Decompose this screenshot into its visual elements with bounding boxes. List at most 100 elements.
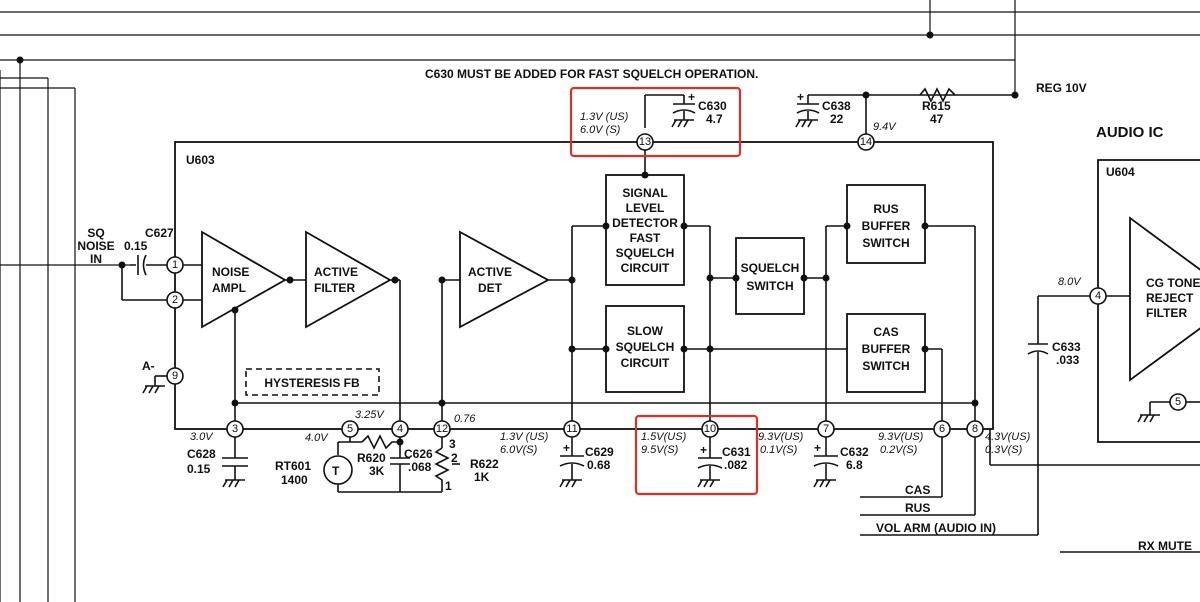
p13-s: 6.0V (S) — [580, 124, 621, 136]
p14-voltage: 9.4V — [873, 121, 897, 133]
svg-text:11: 11 — [566, 423, 577, 435]
junction-dots-internal — [231, 171, 979, 407]
cas-buffer-line-2: BUFFER — [862, 342, 911, 356]
cg-tone-line-2: REJECT — [1146, 291, 1194, 305]
ground-icon — [671, 119, 694, 128]
c633-value: .033 — [1056, 353, 1080, 367]
pin-3: 3 — [226, 420, 244, 438]
r620-label: R620 — [357, 451, 386, 465]
rus-buffer-line-2: BUFFER — [862, 219, 911, 233]
junction-dot — [926, 31, 934, 39]
ground-icon — [222, 479, 245, 488]
p11-s: 6.0V(S) — [500, 444, 538, 456]
svg-text:4: 4 — [1095, 290, 1101, 302]
rus-signal-label: RUS — [905, 501, 930, 515]
svg-text:7: 7 — [823, 423, 829, 435]
rx-mute-label: RX MUTE — [1138, 539, 1192, 553]
v325-label: 3.25V — [355, 409, 385, 421]
active-det-label-1: ACTIVE — [468, 265, 512, 279]
u604-label: U604 — [1106, 165, 1135, 179]
svg-text:8: 8 — [972, 423, 978, 435]
c632-value: 6.8 — [846, 458, 863, 472]
active-det-label-2: DET — [478, 281, 503, 295]
p7-s: 0.1V(S) — [760, 444, 798, 456]
p10-us: 1.5V(US) — [641, 431, 687, 443]
svg-text:4: 4 — [397, 423, 403, 435]
slow-squelch-line-2: SQUELCH — [616, 340, 675, 354]
active-filter-label-1: ACTIVE — [314, 265, 358, 279]
output-signal-lines — [860, 429, 1200, 553]
active-filter-label-2: FILTER — [314, 281, 355, 295]
pin-10: 10 — [701, 420, 719, 438]
slow-squelch-line-1: SLOW — [627, 324, 664, 338]
rt601-label: RT601 — [275, 459, 311, 473]
c628-label: C628 — [187, 447, 216, 461]
squelch-switch-block — [735, 237, 805, 315]
pin-6: 6 — [933, 420, 951, 438]
active-filter-triangle — [305, 230, 392, 329]
sq-label: SQ — [87, 226, 104, 240]
sld-line-6: CIRCUIT — [621, 261, 670, 275]
c630-plus-icon: + — [688, 90, 695, 104]
p13-us: 1.3V (US) — [580, 111, 629, 123]
r622-value: 1K — [474, 470, 490, 484]
cas-signal-label: CAS — [905, 483, 930, 497]
p6-us: 9.3V(US) — [878, 431, 924, 443]
u604-pin-4: 4 — [1089, 287, 1107, 305]
squelch-switch-line-2: SWITCH — [746, 279, 793, 293]
reg-10v-label: REG 10V — [1036, 81, 1087, 95]
cg-tone-line-1: CG TONE — [1146, 276, 1200, 290]
c632-plate — [813, 462, 839, 467]
svg-text:2: 2 — [172, 294, 178, 306]
r615-resistor — [919, 87, 956, 103]
svg-text:13: 13 — [639, 136, 651, 148]
cas-buffer-line-1: CAS — [873, 325, 898, 339]
c627-value: 0.15 — [124, 239, 148, 253]
p11-us: 1.3V (US) — [500, 431, 549, 443]
squelch-switch-line-1: SQUELCH — [741, 261, 800, 275]
svg-text:5: 5 — [1175, 396, 1181, 408]
svg-text:10: 10 — [704, 423, 716, 435]
r615-label: R615 — [922, 99, 951, 113]
rt601-value: 1400 — [281, 473, 308, 487]
c629-plus-icon: + — [563, 441, 570, 455]
audio-in-voltage: 8.0V — [1058, 276, 1082, 288]
ground-icon — [142, 385, 165, 394]
p10-s: 9.5V(S) — [641, 444, 679, 456]
audio-ic-title: AUDIO IC — [1096, 124, 1164, 141]
noise-ampl-label-2: AMPL — [212, 281, 246, 295]
junction-dot — [396, 438, 404, 446]
pot-pin-3: 3 — [449, 437, 456, 451]
r620-value: 3K — [369, 464, 385, 478]
r622-label: R622 — [470, 457, 499, 471]
sld-line-5: SQUELCH — [616, 246, 675, 260]
hysteresis-label: HYSTERESIS FB — [264, 376, 360, 390]
svg-text:14: 14 — [860, 136, 872, 148]
pin-11: 11 — [563, 420, 581, 438]
c632-plus-icon: + — [814, 441, 821, 455]
v40-label: 4.0V — [305, 432, 329, 444]
ground-icon — [795, 119, 818, 128]
pot-pin-2: 2 — [451, 451, 458, 465]
svg-text:3: 3 — [232, 423, 238, 435]
pin-7: 7 — [817, 420, 835, 438]
v076-label: 0.76 — [454, 413, 476, 425]
r622-potentiometer — [434, 447, 450, 492]
internal-wiring — [121, 137, 976, 422]
ground-icon — [697, 479, 720, 488]
pin-9: 9 — [166, 367, 184, 385]
pin-12: 12 — [433, 420, 451, 438]
p8-us: 4.3V(US) — [985, 431, 1031, 443]
note-c630: C630 MUST BE ADDED FOR FAST SQUELCH OPER… — [425, 67, 758, 81]
pin-5: 5 — [341, 420, 359, 438]
slow-squelch-line-3: CIRCUIT — [621, 356, 670, 370]
rus-buffer-line-1: RUS — [873, 202, 898, 216]
hysteresis-fb-block — [245, 368, 380, 396]
junction-dot — [16, 56, 24, 64]
ground-icon — [813, 479, 836, 488]
svg-text:5: 5 — [347, 423, 353, 435]
ground-icon — [559, 479, 582, 488]
u604-pin-5: 5 — [1169, 393, 1187, 411]
c628-value: 0.15 — [187, 462, 211, 476]
